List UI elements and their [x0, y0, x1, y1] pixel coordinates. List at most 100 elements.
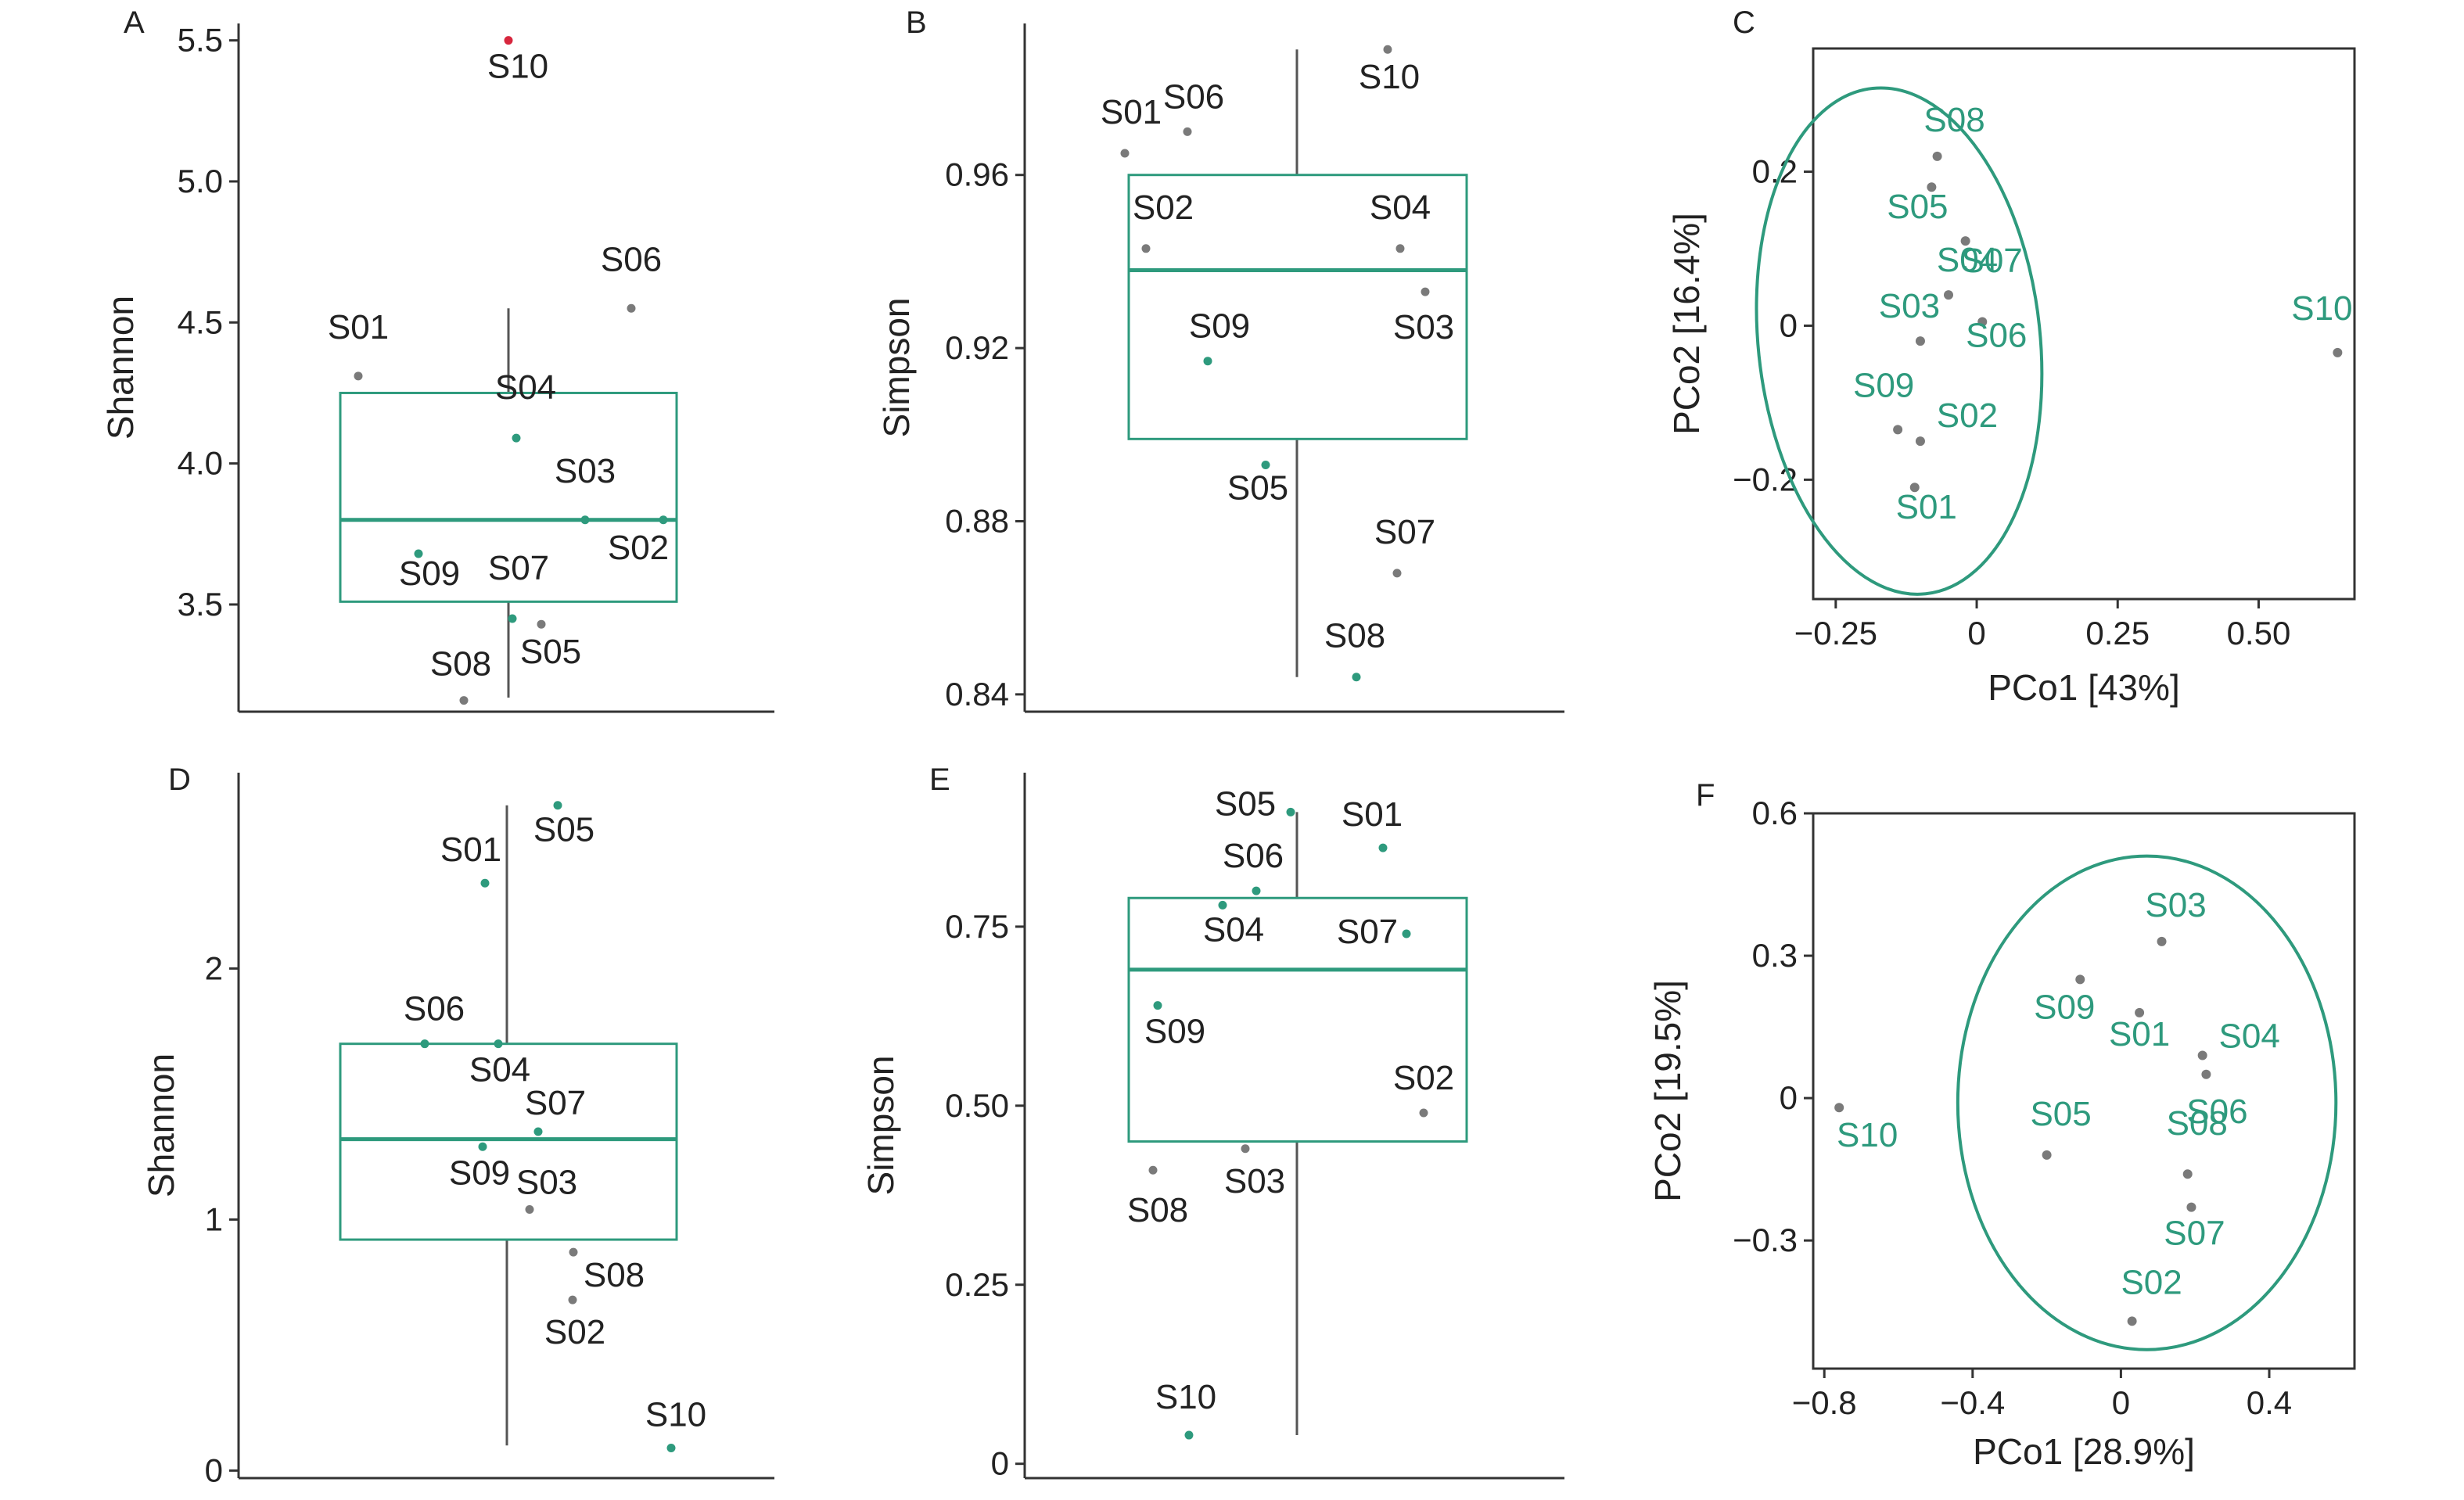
- point-label-s05: S05: [2030, 1095, 2091, 1133]
- point-label-s04: S04: [1203, 910, 1264, 949]
- point-label-s01: S01: [1342, 795, 1403, 834]
- data-point-s03: [1915, 336, 1925, 346]
- point-label-s02: S02: [1937, 397, 1998, 435]
- data-point-s03: [525, 1205, 534, 1215]
- data-point-s05: [2042, 1150, 2052, 1160]
- plot-frame: [1812, 812, 2356, 1370]
- data-point-s06: [2201, 1069, 2211, 1079]
- point-label-s08: S08: [1324, 617, 1385, 655]
- data-point-s04: [1944, 290, 1953, 300]
- data-point-s08: [1148, 1165, 1158, 1175]
- confidence-ellipse: [1956, 854, 2338, 1351]
- y-axis-title: Simpson: [876, 298, 917, 438]
- data-point-s02: [1915, 436, 1925, 447]
- panel-d: D012ShannonS01S02S03S04S05S06S07S08S09S1…: [141, 763, 774, 1488]
- point-label-s02: S02: [544, 1313, 605, 1351]
- y-tick-label: 0.6: [1752, 795, 1798, 831]
- point-label-s06: S06: [1163, 77, 1224, 116]
- point-label-s05: S05: [533, 811, 594, 849]
- data-point-s09: [1893, 425, 1903, 435]
- point-label-s05: S05: [1887, 188, 1948, 226]
- point-label-s09: S09: [1189, 307, 1250, 346]
- data-point-s02: [1141, 244, 1151, 253]
- point-label-s07: S07: [1337, 913, 1398, 951]
- data-point-s01: [2135, 1007, 2145, 1017]
- y-tick-label: −0.2: [1733, 461, 1798, 497]
- data-point-s01: [1378, 843, 1388, 852]
- y-tick-label: 0.96: [945, 156, 1009, 193]
- data-point-s10: [1184, 1430, 1194, 1440]
- point-label-s10: S10: [645, 1395, 706, 1434]
- y-tick-label: 0.84: [945, 676, 1009, 712]
- confidence-ellipse: [1755, 86, 2044, 596]
- panel-letter: F: [1696, 778, 1715, 813]
- panel-letter: D: [168, 763, 191, 797]
- point-label-s09: S09: [2034, 988, 2095, 1026]
- data-point-s07: [533, 1127, 543, 1136]
- point-label-s03: S03: [516, 1164, 577, 1202]
- panel-letter: A: [124, 5, 145, 40]
- x-tick-label: −0.4: [1940, 1384, 2005, 1421]
- point-label-s04: S04: [1937, 241, 1998, 279]
- y-axis-title: Shannon: [141, 1053, 181, 1197]
- point-label-s02: S02: [1393, 1059, 1454, 1097]
- panel-e: E00.250.500.75SimpsonS01S02S03S04S05S06S…: [860, 763, 1564, 1482]
- point-label-s10: S10: [1155, 1378, 1216, 1416]
- point-label-s02: S02: [1133, 188, 1194, 227]
- x-tick-label: 0: [2112, 1384, 2130, 1421]
- data-point-s07: [2186, 1202, 2196, 1212]
- point-label-s04: S04: [469, 1051, 530, 1089]
- point-label-s04: S04: [1370, 188, 1431, 227]
- data-point-s01: [480, 878, 490, 888]
- data-point-s06: [627, 303, 636, 313]
- x-tick-label: 0.25: [2085, 615, 2150, 651]
- data-point-s09: [1203, 357, 1212, 366]
- point-label-s07: S07: [2164, 1215, 2225, 1253]
- point-label-s05: S05: [1227, 469, 1288, 508]
- point-label-s07: S07: [488, 549, 549, 587]
- data-point-s01: [354, 371, 363, 381]
- y-axis-title: PCo2 [16.4%]: [1666, 213, 1707, 435]
- point-label-s07: S07: [1961, 242, 2022, 280]
- y-tick-label: 5.0: [178, 163, 223, 199]
- data-point-s10: [1383, 45, 1392, 54]
- point-label-s02: S02: [608, 529, 669, 567]
- y-axis-title: PCo2 [19.5%]: [1647, 980, 1688, 1202]
- point-label-s05: S05: [1215, 784, 1276, 823]
- data-point-s01: [1909, 483, 1920, 493]
- x-tick-label: 0: [1967, 615, 1985, 651]
- data-point-s02: [659, 515, 668, 525]
- x-axis-title: PCo1 [43%]: [1988, 667, 2179, 708]
- data-point-s10: [666, 1443, 676, 1452]
- data-point-s05: [1927, 182, 1937, 192]
- y-tick-label: 0: [991, 1445, 1009, 1482]
- plot-frame: [1812, 47, 2356, 601]
- point-label-s01: S01: [1101, 93, 1162, 131]
- point-label-s08: S08: [430, 645, 491, 684]
- point-label-s01: S01: [2109, 1015, 2170, 1053]
- data-point-s09: [478, 1142, 487, 1151]
- data-point-s08: [1352, 673, 1361, 682]
- point-label-s01: S01: [440, 831, 501, 869]
- data-point-s05: [553, 801, 562, 810]
- data-point-s08: [2182, 1169, 2193, 1179]
- point-label-s02: S02: [2121, 1263, 2182, 1301]
- point-label-s05: S05: [520, 633, 581, 671]
- y-tick-label: 0: [1780, 307, 1798, 343]
- data-point-s06: [1977, 317, 1988, 327]
- data-point-s06: [420, 1039, 429, 1049]
- data-point-s04: [1395, 244, 1405, 253]
- point-label-s07: S07: [1374, 513, 1435, 551]
- data-point-s02: [1419, 1108, 1428, 1118]
- data-point-s04: [2197, 1050, 2207, 1060]
- data-point-s03: [2157, 936, 2167, 946]
- y-tick-label: 0.75: [945, 908, 1009, 945]
- data-point-s08: [459, 696, 469, 705]
- x-tick-label: −0.8: [1792, 1384, 1857, 1421]
- point-label-s09: S09: [1853, 366, 1914, 404]
- data-point-s05: [537, 619, 546, 629]
